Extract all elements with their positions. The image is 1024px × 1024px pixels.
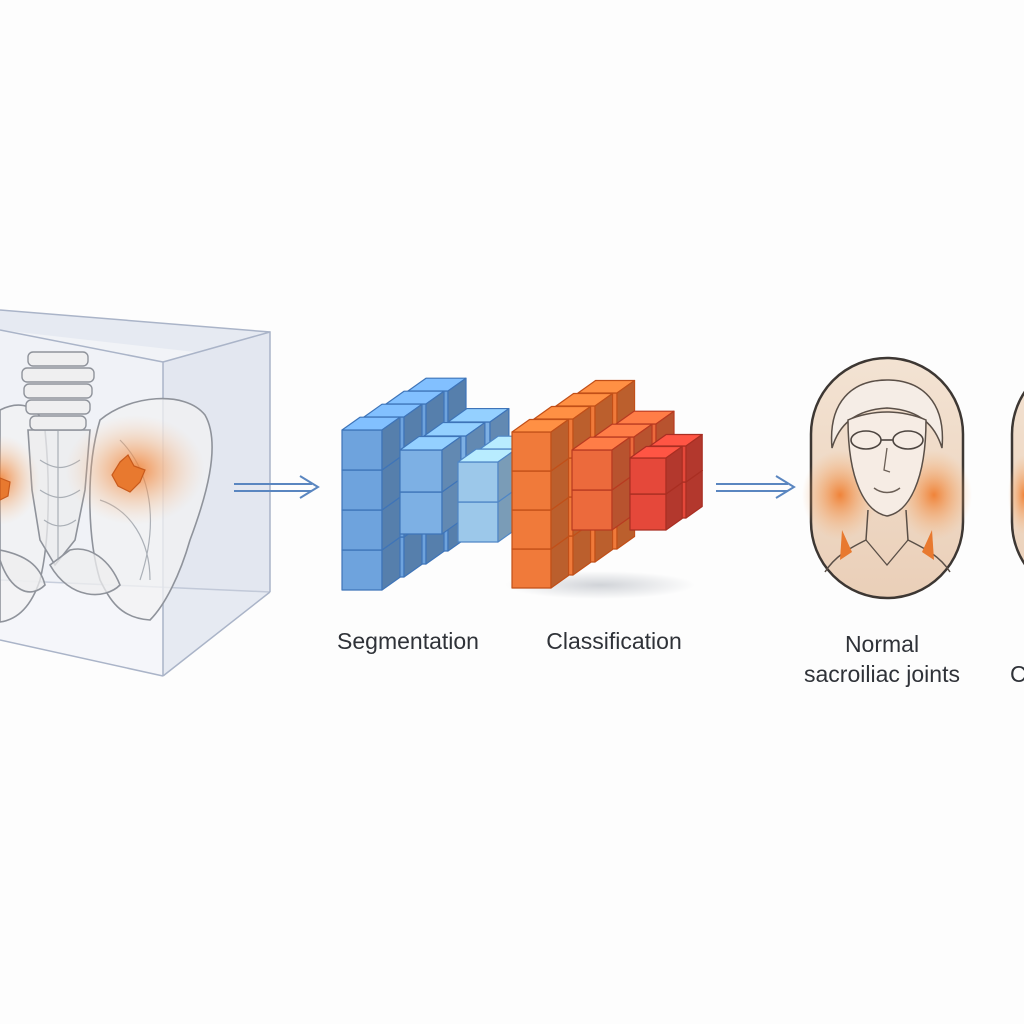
cube-face [511, 509, 552, 550]
right-arrow-icon [234, 475, 320, 499]
cube-face [629, 493, 667, 531]
cube-face [685, 433, 703, 483]
classification-cube-stack [505, 379, 703, 599]
cube-face [511, 548, 552, 589]
cube-face [629, 457, 667, 495]
cube-face [341, 429, 383, 471]
cube-face [341, 549, 383, 591]
face-portrait-icon [802, 356, 972, 600]
cube-face [457, 501, 499, 543]
cube-face [511, 470, 552, 511]
cube-face [341, 509, 383, 551]
spine [21, 351, 95, 431]
segmentation-cube-stack [341, 377, 539, 591]
cube-face [399, 449, 443, 493]
cube-face [571, 449, 613, 491]
segmentation-label: Segmentation [337, 628, 479, 654]
cube-face [341, 469, 383, 511]
ct-volume-pelvis [0, 309, 271, 677]
classification-label: Classification [546, 628, 682, 654]
cube-face [571, 489, 613, 531]
normal-label-line1: Normal [844, 631, 920, 657]
cube-face [511, 431, 552, 472]
normal-sacroiliac-joints-label: Normal sacroiliac joints [782, 629, 982, 689]
cube-face [550, 418, 570, 472]
cropped-stage-label: C [1010, 661, 1024, 687]
right-arrow-icon [716, 475, 796, 499]
cube-face [399, 491, 443, 535]
cube-face [457, 461, 499, 503]
normal-label-line2: sacroiliac joints [804, 661, 960, 687]
cube-face [665, 445, 683, 495]
face-portrait-icon [1008, 390, 1024, 566]
